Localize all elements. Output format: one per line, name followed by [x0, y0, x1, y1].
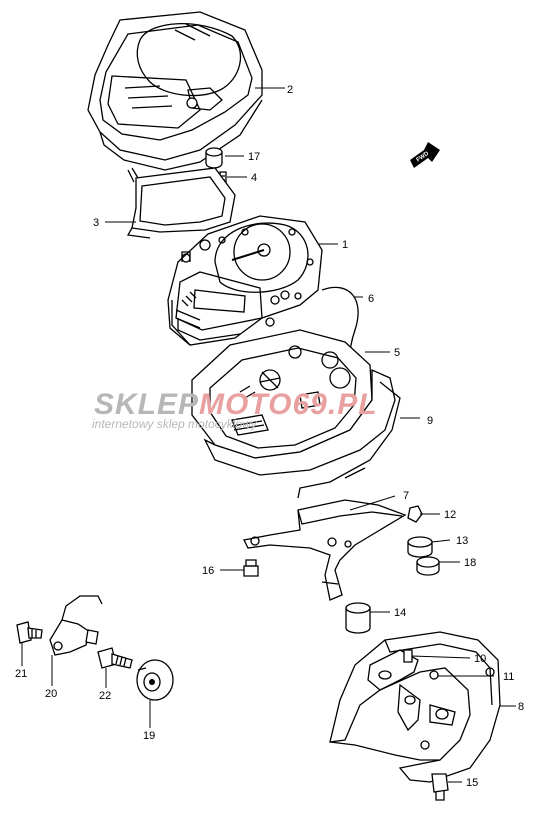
part-2-meter-cover — [87, 11, 263, 171]
part-12-clip — [407, 505, 423, 523]
callout-20: 20 — [45, 688, 57, 700]
part-15-bolt — [431, 773, 449, 801]
callout-2: 2 — [287, 84, 293, 96]
callout-18: 18 — [464, 557, 476, 569]
callout-6: 6 — [368, 293, 374, 305]
part-14-cushion — [345, 602, 371, 634]
callout-15: 15 — [466, 777, 478, 789]
watermark-brand-3: 69.PL — [292, 388, 377, 421]
watermark-brand-2: MOTO — [199, 388, 292, 421]
part-13-cushion — [407, 536, 433, 558]
callout-21: 21 — [15, 668, 27, 680]
callout-14: 14 — [394, 607, 406, 619]
callout-1: 1 — [342, 239, 348, 251]
fwd-arrow-icon: FWD — [410, 142, 440, 168]
part-11-nut — [429, 670, 439, 680]
meter-bracket — [243, 499, 407, 601]
watermark-tagline: internetowy sklep motocyklowy — [92, 417, 258, 431]
svg-text:SKLEPMOTO69.PL: SKLEPMOTO69.PL — [94, 388, 378, 421]
part-21-bolt — [16, 621, 43, 644]
callout-labels: 2 17 4 3 1 6 5 9 7 12 13 18 16 14 10 11 … — [15, 84, 524, 789]
callout-22: 22 — [99, 690, 111, 702]
watermark: SKLEPMOTO69.PL internetowy sklep motocyk… — [92, 388, 378, 431]
callout-12: 12 — [444, 509, 456, 521]
leader-lines — [21, 87, 516, 783]
callout-10: 10 — [474, 653, 486, 665]
part-18-cushion — [416, 556, 440, 576]
part-22-bolt — [97, 647, 133, 669]
callout-5: 5 — [394, 347, 400, 359]
callout-13: 13 — [456, 535, 468, 547]
callout-4: 4 — [251, 172, 257, 184]
callout-11: 11 — [503, 671, 514, 683]
part-17-grommet — [205, 147, 223, 169]
part-5-meter-case — [191, 329, 373, 459]
watermark-brand-1: SKLEP — [94, 388, 199, 421]
callout-3: 3 — [93, 217, 99, 229]
callout-9: 9 — [427, 415, 433, 427]
callout-16: 16 — [202, 565, 214, 577]
part-19-washer — [136, 659, 174, 701]
part-3-panel — [126, 167, 236, 239]
callout-7: 7 — [403, 490, 409, 502]
callout-8: 8 — [518, 701, 524, 713]
callout-19: 19 — [143, 730, 155, 742]
part-20-sensor — [49, 595, 103, 656]
callout-17: 17 — [248, 151, 260, 163]
part-1-meter-assembly — [167, 215, 323, 346]
part-10-screw — [403, 649, 413, 663]
part-9-meter-case-lower — [203, 368, 401, 499]
part-16-bolt — [243, 559, 259, 577]
